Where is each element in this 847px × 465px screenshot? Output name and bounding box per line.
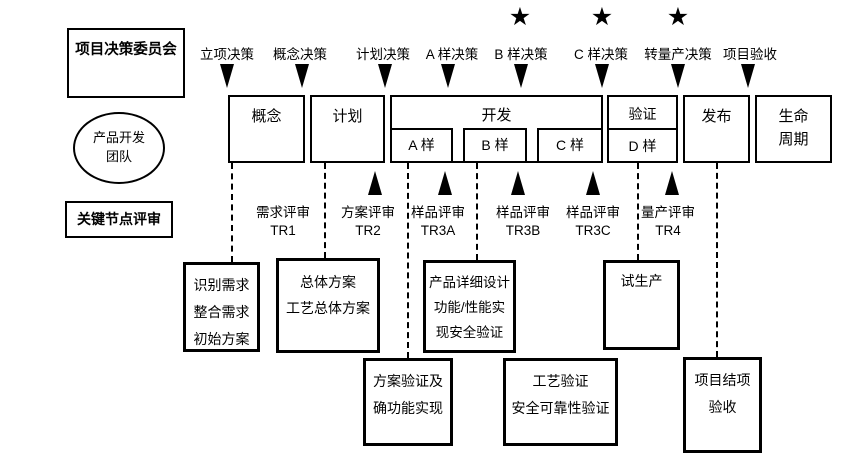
- committee-lane-label: 项目决策委员会: [75, 42, 177, 58]
- gate-arrow-down-7: [671, 64, 685, 88]
- team-lane-ellipse: 产品开发 团队: [73, 112, 165, 184]
- review-lane-box: 关键节点评审: [65, 201, 173, 238]
- phase-box-verify: 验证 D 样: [607, 95, 678, 163]
- activity-detail-design-line3: 现安全验证: [435, 325, 504, 340]
- activity-box-closure: 项目结项 验收: [683, 357, 762, 453]
- team-lane-label-line1: 产品开发: [92, 130, 145, 145]
- phase-box-concept: 概念: [228, 95, 305, 163]
- review-label-tr3c: 样品评审 TR3C: [548, 204, 638, 240]
- review-label-tr3b: 样品评审 TR3B: [478, 204, 568, 240]
- connector-release-to-closure: [716, 163, 718, 357]
- decision-label-project-acceptance: 项目验收: [723, 47, 777, 62]
- phase-label-lifecycle-line2: 周期: [778, 131, 809, 148]
- phase-box-lifecycle: 生命 周期: [755, 95, 832, 163]
- review-label-tr3a: 样品评审 TR3A: [393, 204, 483, 240]
- star-icon-b-sample: ★: [508, 3, 532, 31]
- review-arrow-up-tr3a: [438, 171, 452, 195]
- gate-arrow-down-6: [595, 64, 609, 88]
- review-name-tr3b: 样品评审: [496, 205, 550, 220]
- decision-label-mass-production: 转量产决策: [644, 47, 712, 62]
- phase-box-sample-c: C 样: [537, 128, 603, 163]
- connector-concept-to-identify: [231, 163, 233, 262]
- activity-identify-line2: 整合需求: [193, 304, 250, 320]
- activity-closure-line1: 项目结项: [694, 372, 751, 388]
- phase-label-sample-a: A 样: [408, 137, 435, 153]
- gate-arrow-down-2: [295, 64, 309, 88]
- phase-label-sample-d: D 样: [628, 138, 657, 154]
- activity-closure-line2: 验收: [708, 399, 737, 415]
- activity-identify-line3: 初始方案: [193, 331, 250, 347]
- verify-divider-line: [609, 128, 676, 130]
- review-name-tr4: 量产评审: [641, 205, 695, 220]
- star-icon-mass-production: ★: [666, 3, 690, 31]
- connector-sample-b-to-detail-design: [476, 163, 478, 260]
- review-code-tr4: TR4: [655, 223, 681, 238]
- review-name-tr2: 方案评审: [341, 205, 395, 220]
- review-arrow-up-tr2: [368, 171, 382, 195]
- gate-arrow-down-4: [441, 64, 455, 88]
- review-arrow-up-tr4: [665, 171, 679, 195]
- activity-trial-production-line1: 试生产: [620, 273, 663, 289]
- committee-lane-box: 项目决策委员会: [67, 28, 185, 98]
- phase-label-verify: 验证: [628, 106, 657, 122]
- phase-label-develop: 开发: [481, 107, 512, 124]
- phase-box-sample-b: B 样: [463, 128, 527, 163]
- review-lane-label: 关键节点评审: [77, 211, 161, 227]
- review-code-tr2: TR2: [355, 223, 381, 238]
- activity-process-verify-line2: 安全可靠性验证: [511, 400, 610, 416]
- activity-overall-plan-line1: 总体方案: [300, 274, 356, 290]
- review-arrow-up-tr3c: [586, 171, 600, 195]
- gate-arrow-down-3: [378, 64, 392, 88]
- phase-label-sample-b: B 样: [481, 137, 509, 153]
- gate-arrow-down-1: [220, 64, 234, 88]
- phase-label-concept: 概念: [251, 108, 282, 125]
- review-code-tr3b: TR3B: [505, 223, 541, 238]
- phase-label-sample-c: C 样: [556, 137, 584, 153]
- phase-box-release: 发布: [683, 95, 750, 163]
- phase-box-plan: 计划: [310, 95, 385, 163]
- decision-label-a-sample: A 样决策: [425, 47, 479, 62]
- review-label-tr1: 需求评审 TR1: [238, 204, 328, 240]
- activity-box-process-verify: 工艺验证 安全可靠性验证: [503, 358, 618, 446]
- team-lane-label-line2: 团队: [105, 149, 132, 164]
- activity-box-scheme-verify: 方案验证及 确功能实现: [363, 358, 453, 446]
- decision-label-b-sample: B 样决策: [494, 47, 548, 62]
- activity-identify-line1: 识别需求: [193, 277, 250, 293]
- review-code-tr3c: TR3C: [575, 223, 611, 238]
- gate-arrow-down-5: [514, 64, 528, 88]
- decision-label-plan: 计划决策: [356, 47, 410, 62]
- phase-label-release: 发布: [701, 108, 732, 125]
- review-name-tr3c: 样品评审: [566, 205, 620, 220]
- phase-box-sample-a: A 样: [390, 128, 453, 163]
- gate-arrow-down-8: [741, 64, 755, 88]
- activity-overall-plan-line2: 工艺总体方案: [286, 300, 370, 316]
- review-code-tr3a: TR3A: [420, 223, 456, 238]
- review-arrow-up-tr3b: [511, 171, 525, 195]
- decision-label-project-approval: 立项决策: [200, 47, 254, 62]
- activity-process-verify-line1: 工艺验证: [532, 373, 589, 389]
- activity-detail-design-line2: 功能/性能实: [433, 300, 506, 315]
- activity-detail-design-line1: 产品详细设计: [429, 275, 510, 290]
- decision-label-c-sample: C 样决策: [574, 47, 628, 62]
- activity-box-identify-needs: 识别需求 整合需求 初始方案: [183, 262, 260, 352]
- connector-sample-d-to-trial: [637, 163, 639, 260]
- activity-scheme-verify-line1: 方案验证及: [373, 373, 443, 389]
- review-name-tr1: 需求评审: [256, 205, 310, 220]
- connector-plan-to-overall-plan: [324, 163, 326, 258]
- phase-label-plan: 计划: [332, 108, 363, 125]
- star-icon-c-sample: ★: [590, 3, 614, 31]
- activity-box-trial-production: 试生产: [603, 260, 680, 350]
- review-label-tr2: 方案评审 TR2: [323, 204, 413, 240]
- phase-label-lifecycle-line1: 生命: [778, 108, 809, 125]
- review-code-tr1: TR1: [270, 223, 296, 238]
- decision-label-concept: 概念决策: [273, 47, 327, 62]
- review-label-tr4: 量产评审 TR4: [623, 204, 713, 240]
- review-name-tr3a: 样品评审: [411, 205, 465, 220]
- activity-box-overall-plan: 总体方案 工艺总体方案: [276, 258, 380, 353]
- activity-scheme-verify-line2: 确功能实现: [373, 400, 443, 416]
- activity-box-detail-design: 产品详细设计 功能/性能实 现安全验证: [423, 260, 516, 353]
- connector-sample-a-to-scheme-verify: [407, 163, 409, 358]
